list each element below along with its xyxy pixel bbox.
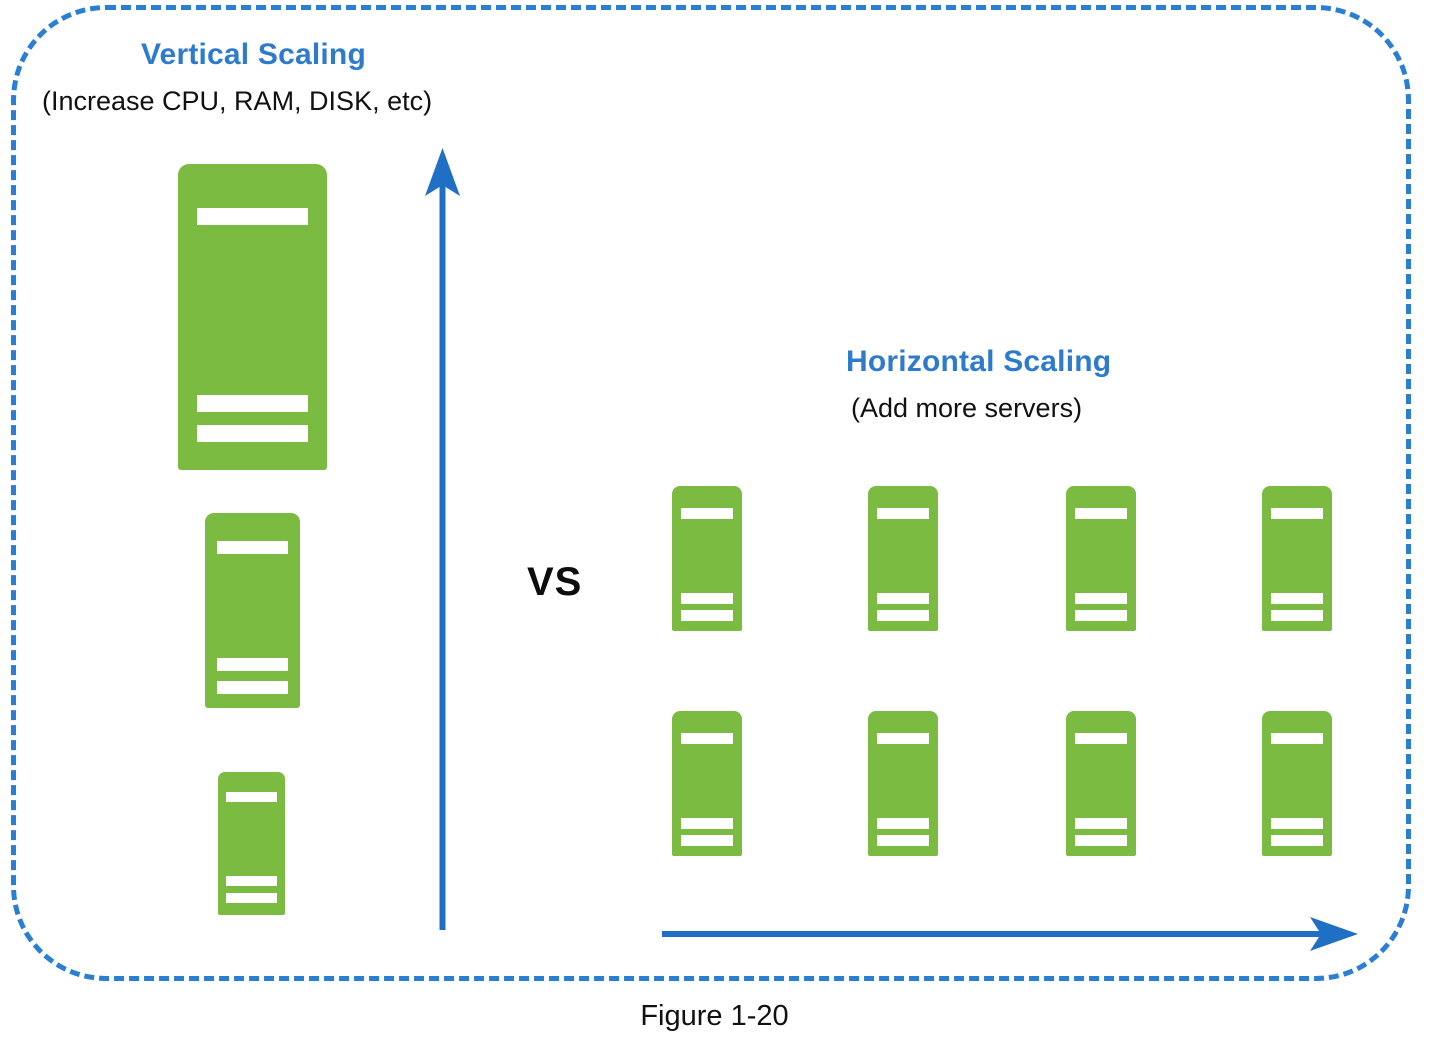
dashed-border-frame — [11, 5, 1411, 981]
arrow-up-icon — [425, 148, 460, 930]
vertical-scaling-subheading: (Increase CPU, RAM, DISK, etc) — [42, 86, 433, 116]
horizontal-scaling-subheading: (Add more servers) — [851, 393, 1083, 423]
server-tower-grid-r2c4 — [1262, 711, 1332, 856]
server-slot-bottom — [216, 681, 289, 694]
server-tower-grid-r1c4 — [1262, 486, 1332, 631]
server-tower-grid-r2c3 — [1066, 711, 1136, 856]
server-slot-bottom — [876, 610, 930, 621]
server-slot-top — [1270, 508, 1324, 519]
server-slot-middle — [1270, 593, 1324, 604]
vertical-scaling-heading: Vertical Scaling — [141, 38, 366, 71]
server-slot-bottom — [196, 425, 309, 442]
server-slot-top — [226, 792, 277, 802]
server-slot-middle — [196, 395, 309, 412]
server-slot-top — [680, 508, 734, 519]
server-tower-grid-r2c2 — [868, 711, 938, 856]
server-tower-medium — [205, 513, 300, 708]
arrow-right-icon — [662, 917, 1358, 951]
horizontal-scaling-heading: Horizontal Scaling — [846, 345, 1112, 378]
server-slot-bottom — [680, 610, 734, 621]
server-slot-bottom — [1074, 610, 1128, 621]
server-slot-middle — [1074, 818, 1128, 829]
server-slot-top — [196, 208, 309, 225]
server-slot-top — [876, 733, 930, 744]
server-slot-middle — [1270, 818, 1324, 829]
server-slot-bottom — [876, 835, 930, 846]
server-slot-bottom — [1270, 835, 1324, 846]
server-slot-top — [1074, 733, 1128, 744]
versus-label: VS — [527, 560, 583, 604]
server-slot-middle — [680, 593, 734, 604]
server-tower-large — [178, 164, 327, 470]
server-slot-top — [1270, 733, 1324, 744]
server-slot-middle — [216, 658, 289, 671]
server-slot-bottom — [1074, 835, 1128, 846]
server-tower-grid-r1c3 — [1066, 486, 1136, 631]
server-slot-middle — [680, 818, 734, 829]
server-slot-middle — [876, 593, 930, 604]
server-slot-middle — [1074, 593, 1128, 604]
server-slot-middle — [226, 876, 277, 886]
server-slot-top — [680, 733, 734, 744]
server-slot-bottom — [680, 835, 734, 846]
server-slot-top — [876, 508, 930, 519]
server-tower-small — [218, 772, 285, 915]
server-slot-top — [1074, 508, 1128, 519]
server-slot-bottom — [1270, 610, 1324, 621]
server-slot-middle — [876, 818, 930, 829]
server-tower-grid-r2c1 — [672, 711, 742, 856]
server-slot-bottom — [226, 893, 277, 903]
figure-caption: Figure 1-20 — [640, 1000, 789, 1032]
server-slot-top — [216, 541, 289, 554]
server-tower-grid-r1c1 — [672, 486, 742, 631]
server-tower-grid-r1c2 — [868, 486, 938, 631]
